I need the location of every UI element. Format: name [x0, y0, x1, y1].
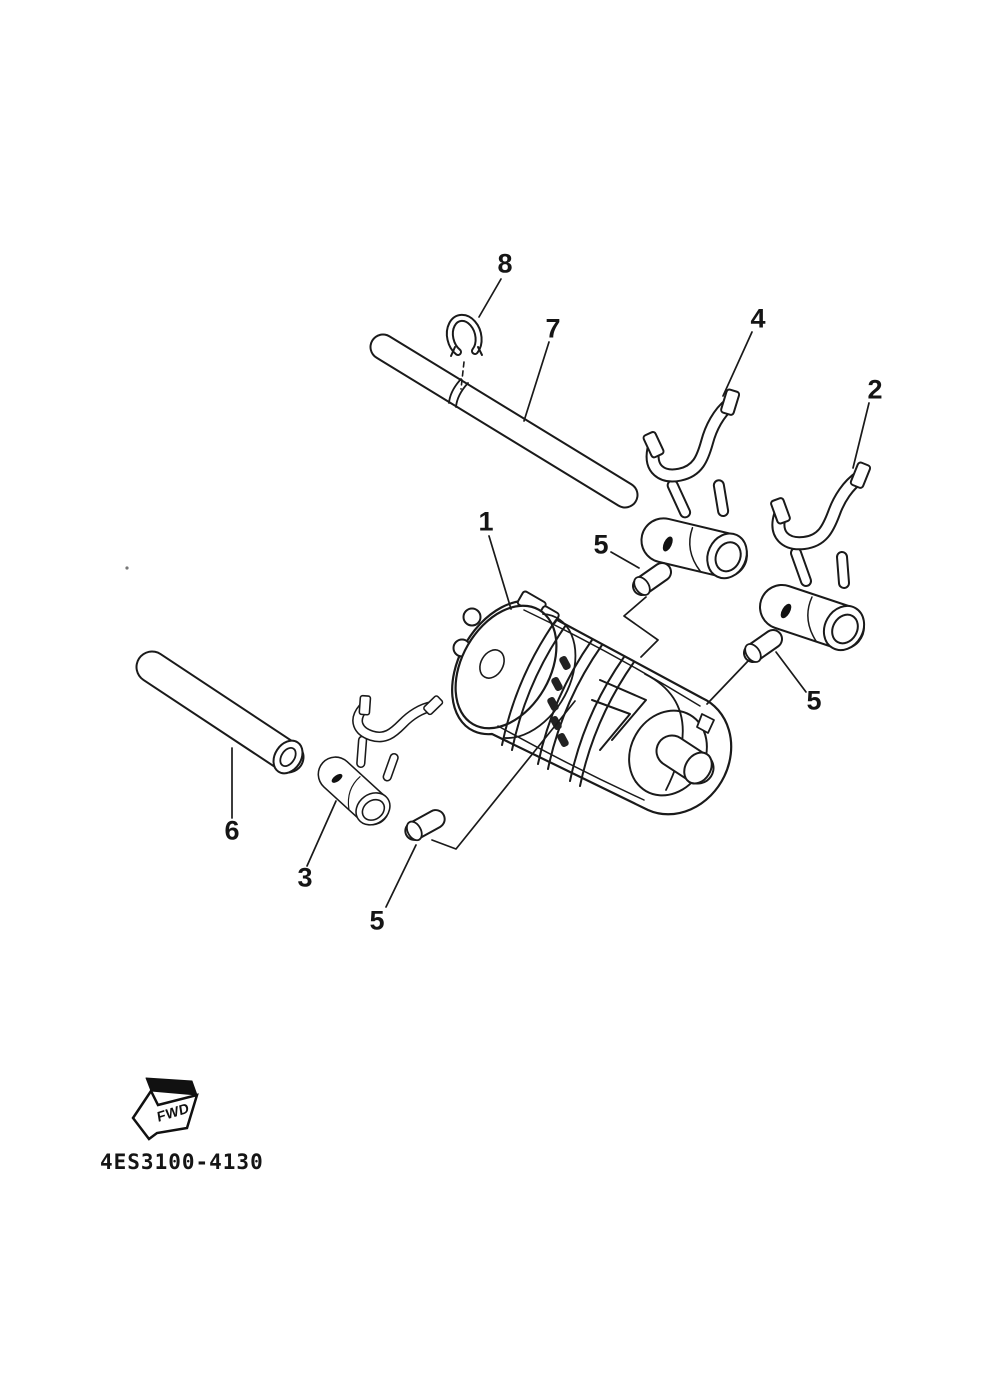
callout-4: 4: [750, 303, 766, 334]
callout-5-bottom: 5: [369, 905, 385, 936]
callout-leader-lines: [231, 278, 870, 908]
fwd-direction-marker: FWD: [131, 1077, 199, 1141]
scan-speck: [125, 566, 129, 570]
callout-5-right: 5: [806, 685, 822, 716]
shift-fork-2: [770, 462, 872, 658]
shift-fork-pin-right: [742, 639, 773, 665]
callout-7: 7: [545, 313, 561, 344]
shift-fork-guide-bar-long: [369, 333, 639, 509]
callout-1: 1: [478, 506, 494, 537]
diagram-part-code: 4ES3100-4130: [100, 1150, 264, 1174]
callout-6: 6: [224, 815, 240, 846]
circlip: [445, 313, 483, 390]
callout-8: 8: [497, 248, 513, 279]
shift-fork-4: [639, 388, 757, 592]
shift-cam-drum: [451, 590, 733, 816]
callout-5-top: 5: [593, 529, 609, 560]
shift-fork-pin-bottom: [402, 816, 436, 845]
callout-2: 2: [867, 374, 883, 405]
shift-fork-pin-top: [631, 572, 662, 598]
shift-fork-guide-bar-short: [135, 650, 305, 775]
callout-3: 3: [297, 862, 313, 893]
